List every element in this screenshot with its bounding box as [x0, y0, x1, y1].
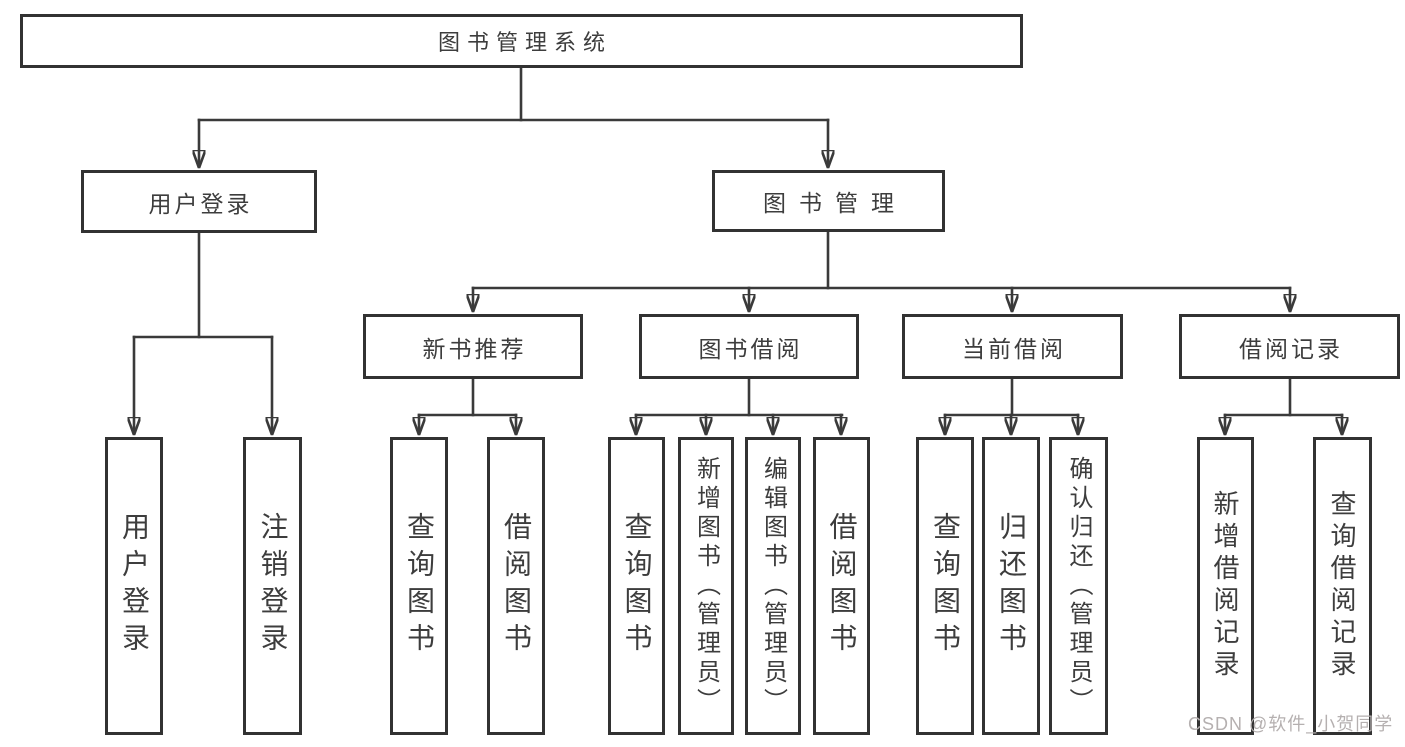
node-leaf-borrow-books-2: 借阅图书 — [813, 437, 870, 735]
node-leaf-query-books-2: 查询图书 — [608, 437, 665, 735]
node-leaf-logout-label: 注销登录 — [257, 512, 289, 660]
node-leaf-query-borrow-record-label: 查询借阅记录 — [1327, 490, 1357, 682]
node-leaf-user-login: 用户登录 — [105, 437, 163, 735]
node-root: 图书管理系统 — [20, 14, 1023, 68]
connector-current-borrowing-children — [945, 377, 1078, 436]
node-leaf-return-books-label: 归还图书 — [996, 512, 1027, 660]
node-leaf-borrow-books-1-label: 借阅图书 — [501, 512, 532, 660]
node-leaf-add-borrow-record: 新增借阅记录 — [1197, 437, 1254, 735]
node-new-book-recommend: 新书推荐 — [363, 314, 583, 379]
node-leaf-query-books-2-label: 查询图书 — [621, 512, 653, 660]
node-user-login-label: 用户登录 — [148, 190, 253, 217]
csdn-watermark: CSDN @软件_小贺同学 — [1188, 714, 1394, 734]
node-root-label: 图书管理系统 — [437, 30, 612, 55]
node-leaf-query-books-3: 查询图书 — [916, 437, 974, 735]
node-current-borrowing: 当前借阅 — [902, 314, 1123, 379]
node-leaf-logout: 注销登录 — [243, 437, 302, 735]
node-leaf-query-books-1-label: 查询图书 — [404, 512, 435, 660]
node-leaf-user-login-label: 用户登录 — [119, 512, 150, 660]
node-leaf-confirm-return-admin-label: 确认归还（管理员） — [1065, 455, 1092, 717]
node-borrowing-records: 借阅记录 — [1179, 314, 1400, 379]
node-book-management: 图书管理 — [712, 170, 945, 232]
node-leaf-query-books-1: 查询图书 — [390, 437, 448, 735]
connector-borrowing-records-children — [1225, 377, 1342, 436]
node-leaf-borrow-books-2-label: 借阅图书 — [826, 512, 858, 660]
node-leaf-borrow-books-1: 借阅图书 — [487, 437, 545, 735]
node-leaf-add-books-admin: 新增图书（管理员） — [678, 437, 734, 735]
node-leaf-return-books: 归还图书 — [982, 437, 1040, 735]
connector-book-management-children — [473, 230, 1290, 313]
node-borrowing-records-label: 借阅记录 — [1239, 335, 1343, 362]
connector-book-borrowing-children — [636, 377, 842, 436]
node-leaf-add-borrow-record-label: 新增借阅记录 — [1210, 490, 1240, 682]
connector-user-login-children — [134, 231, 272, 436]
node-leaf-query-borrow-record: 查询借阅记录 — [1313, 437, 1372, 735]
node-leaf-edit-books-admin: 编辑图书（管理员） — [745, 437, 801, 735]
node-leaf-confirm-return-admin: 确认归还（管理员） — [1049, 437, 1108, 735]
node-leaf-edit-books-admin-label: 编辑图书（管理员） — [759, 455, 787, 717]
node-new-book-recommend-label: 新书推荐 — [422, 335, 527, 362]
connector-new-book-recommend-children — [419, 377, 516, 436]
node-current-borrowing-label: 当前借阅 — [962, 335, 1066, 362]
node-leaf-add-books-admin-label: 新增图书（管理员） — [692, 455, 720, 717]
node-leaf-query-books-3-label: 查询图书 — [930, 512, 961, 660]
node-book-borrowing: 图书借阅 — [639, 314, 859, 379]
node-book-management-label: 图书管理 — [763, 190, 907, 216]
node-book-borrowing-label: 图书借阅 — [698, 335, 803, 362]
node-user-login: 用户登录 — [81, 170, 317, 233]
connector-root-to-level2 — [199, 66, 828, 169]
